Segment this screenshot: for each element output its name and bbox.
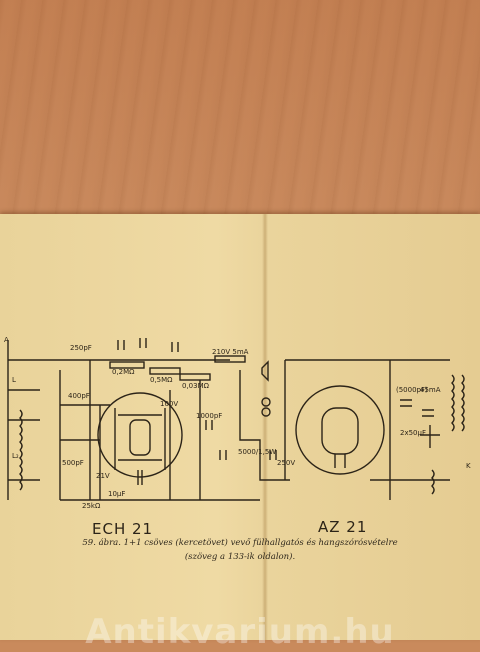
- figure-caption-line1: 59. ábra. 1+1 csöves (kercetövet) vevő f…: [82, 538, 398, 548]
- label-100v: 100V: [160, 400, 178, 408]
- tube-az21-envelope: [295, 385, 385, 475]
- tube-ech21-envelope: [97, 392, 183, 478]
- label-sw: 5000/1,5W: [238, 448, 276, 456]
- coil-left-2: [19, 449, 23, 491]
- label-21v: 21V: [96, 472, 110, 480]
- label-5000pf: (5000pF): [396, 386, 428, 394]
- label-2x50: 2x50µF: [400, 429, 426, 437]
- page-fold: [262, 214, 268, 640]
- label-supply: 210V 5mA: [212, 348, 249, 356]
- label-250v: 250V: [277, 459, 295, 467]
- coil-left-1: [19, 409, 23, 451]
- speaker-icon: [261, 360, 269, 382]
- figure-caption-line2: (szöveg a 133-ik oldalon).: [184, 552, 296, 562]
- label-l2: L₂: [12, 452, 19, 460]
- label-antenna: A: [4, 336, 9, 344]
- label-10uf: 10µF: [108, 490, 125, 498]
- resistor-2: [149, 367, 181, 375]
- label-500pf: 500pF: [62, 459, 84, 467]
- watermark: Antikvarium.hu: [85, 612, 395, 652]
- label-25k: 25kΩ: [82, 502, 101, 510]
- transformer-coil-2: [461, 374, 465, 432]
- label-003m: 0,03MΩ: [182, 382, 210, 390]
- resistor-1: [109, 361, 145, 369]
- circuit-schematic: A 250pF 400pF 500pF 0,2MΩ 0,5MΩ 0,03MΩ 2…: [4, 336, 471, 510]
- label-45ma: 45mA: [420, 386, 441, 394]
- label-k: K: [466, 462, 471, 470]
- label-1000pf: 1000pF: [196, 412, 222, 420]
- resistor-3: [179, 373, 211, 381]
- label-l: L: [12, 376, 16, 384]
- label-250pf: 250pF: [70, 344, 92, 352]
- transformer-coil-1: [451, 374, 455, 432]
- label-05m: 0,5MΩ: [150, 376, 173, 384]
- resistor-4: [214, 355, 246, 363]
- label-400pf: 400pF: [68, 392, 90, 400]
- label-02m: 0,2MΩ: [112, 368, 135, 376]
- tube-label-az21: AZ 21: [318, 518, 368, 536]
- tube-label-ech21: ECH 21: [92, 520, 154, 538]
